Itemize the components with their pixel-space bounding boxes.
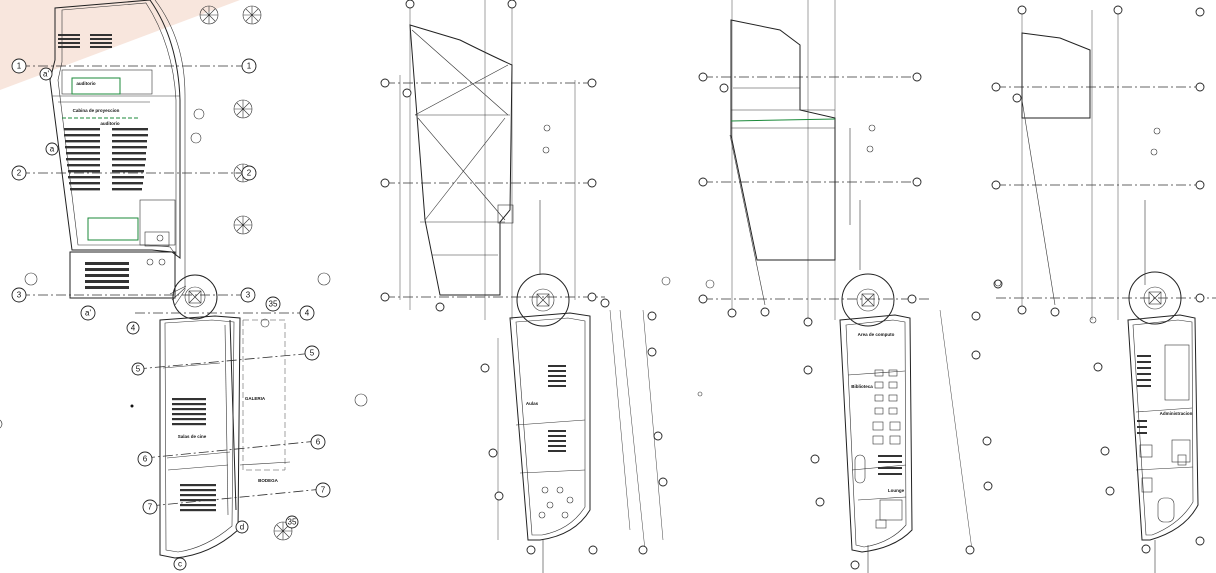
plan-ground-floor: auditorio Cabina de proyeccion auditorio…	[11, 0, 368, 571]
staircase-ground	[85, 262, 129, 289]
svg-text:4: 4	[305, 309, 310, 318]
plan-upper-floor-2: Aulas	[380, 0, 671, 573]
grid-bubble-7-right: 7	[315, 482, 331, 498]
grid-bubble-3-left: 3	[11, 287, 27, 303]
grid-bubble-5-right: 5	[304, 345, 320, 361]
label-auditorio-main: auditorio	[100, 121, 119, 126]
grid-bubble-35-top: 35	[265, 296, 281, 312]
svg-text:35: 35	[288, 518, 297, 527]
seating-block-upper	[58, 34, 112, 48]
grid-bubble-1-right: 1	[241, 58, 257, 74]
svg-text:7: 7	[321, 486, 326, 495]
grid-bubble-a-prime-top: a'	[39, 67, 53, 81]
svg-text:7: 7	[148, 503, 153, 512]
watermark-shape	[0, 0, 240, 90]
svg-text:4: 4	[131, 324, 136, 333]
grid-bubble-c: c	[173, 557, 187, 571]
grid-bubble-d: d	[235, 520, 249, 534]
svg-text:a: a	[50, 145, 55, 154]
grid-bubble-7-left: 7	[142, 499, 158, 515]
library-tables	[872, 369, 901, 445]
svg-text:2: 2	[17, 169, 22, 178]
label-area-computo: Area de computo	[858, 332, 895, 337]
label-biblioteca: Biblioteca	[851, 384, 873, 389]
svg-text:5: 5	[136, 365, 141, 374]
plan-upper-floor-3: Area de computo Biblioteca Lounge	[697, 0, 993, 573]
svg-text:1: 1	[247, 62, 252, 71]
svg-text:35: 35	[269, 300, 278, 309]
svg-text:6: 6	[143, 455, 148, 464]
grid-bubble-35-bottom: 35	[285, 515, 299, 529]
label-aulas: Aulas	[526, 401, 539, 406]
svg-text:2: 2	[247, 169, 252, 178]
plan-upper-floor-4: Administracion	[991, 5, 1216, 573]
grid-bubble-2-right: 2	[241, 165, 257, 181]
stair-admin	[1137, 355, 1151, 434]
svg-text:5: 5	[310, 349, 315, 358]
label-galeria: GALERIA	[245, 396, 266, 401]
svg-text:6: 6	[316, 438, 321, 447]
seating-block-main	[64, 128, 148, 191]
grid-bubble-4-right: 4	[299, 305, 315, 321]
grid-bubble-1-left: 1	[11, 58, 27, 74]
svg-text:c: c	[178, 560, 182, 569]
grid-bubble-6-right: 6	[310, 434, 326, 450]
svg-text:3: 3	[17, 291, 22, 300]
label-bodega: BODEGA	[258, 478, 279, 483]
label-sala-cine: Salas de cine	[178, 434, 207, 439]
svg-text:a': a'	[85, 309, 91, 318]
computer-desks	[878, 455, 902, 475]
classroom-seats-1	[548, 365, 566, 387]
grid-bubble-3-right: 3	[240, 287, 256, 303]
svg-text:a': a'	[43, 70, 49, 79]
trees	[199, 5, 293, 541]
label-auditorio-upper: auditorio	[76, 81, 95, 86]
grid-bubble-5-left: 5	[131, 362, 145, 376]
label-cabina: Cabina de proyeccion	[73, 108, 120, 113]
grid-bubble-6-left: 6	[137, 451, 153, 467]
grid-bubble-2-left: 2	[11, 165, 27, 181]
grid-bubble-a-prime-bottom: a'	[80, 305, 96, 321]
seating-cinema-2	[180, 484, 216, 512]
label-administracion: Administracion	[1160, 411, 1193, 416]
classroom-seats-2	[548, 430, 566, 452]
svg-text:1: 1	[17, 62, 22, 71]
svg-text:3: 3	[246, 291, 251, 300]
grid-bubble-a: a	[45, 142, 59, 156]
svg-text:d: d	[240, 523, 244, 532]
seating-cinema-1	[172, 398, 206, 426]
grid-bubble-4-left: 4	[126, 321, 140, 335]
label-lounge: Lounge	[888, 488, 905, 493]
